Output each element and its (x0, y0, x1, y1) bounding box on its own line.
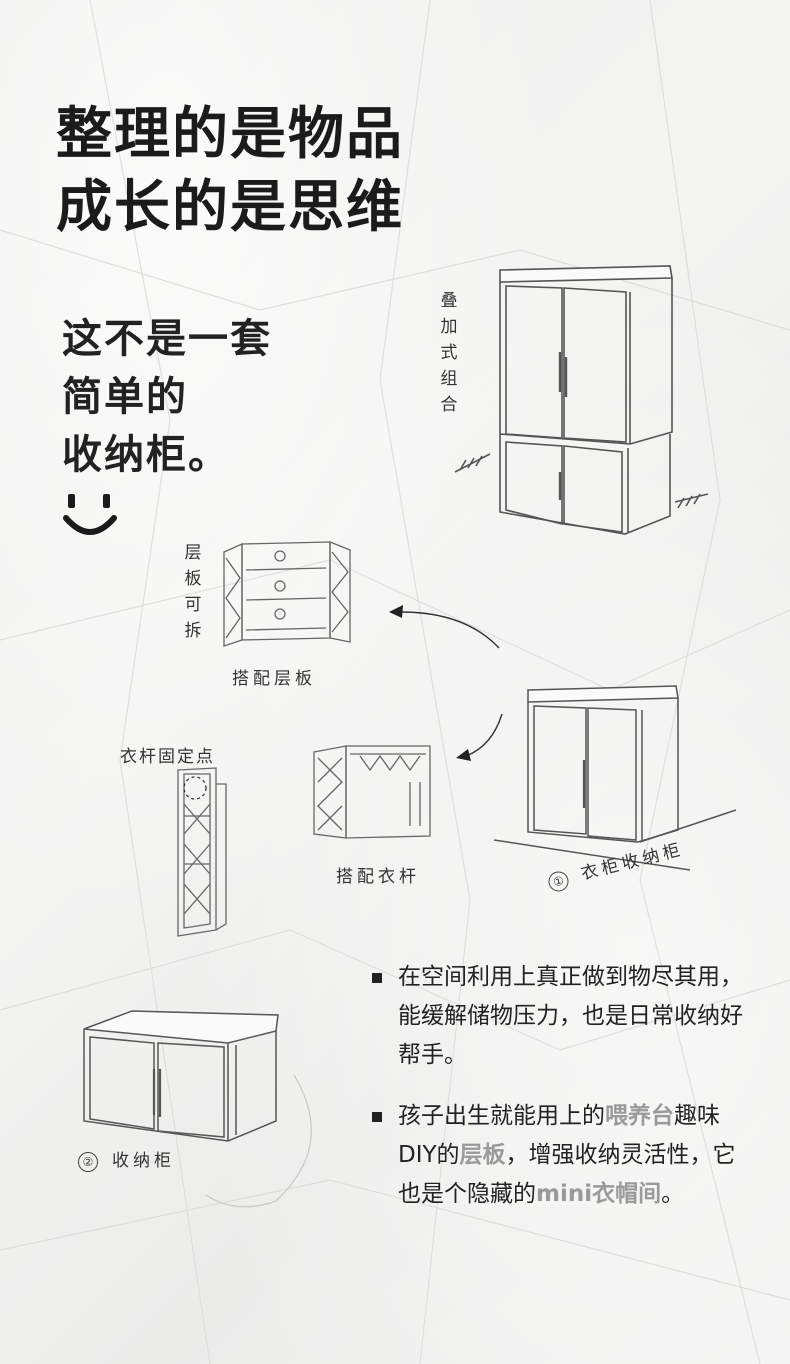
stacked-char-4: 组 (440, 369, 458, 389)
shelf-char-1: 层 (184, 543, 202, 563)
storage-cabinet-illustration (83, 1010, 312, 1208)
feature-item-1-text: 在空间利用上真正做到物尽其用，能缓解储物压力，也是日常收纳好帮手。 (398, 964, 743, 1068)
subhead-line-3: 收纳柜。 (62, 432, 230, 478)
feature-item-2-text-4: 。 (661, 1181, 685, 1207)
arrow-to-shelf (389, 605, 500, 649)
with-rod-label: 搭配衣杆 (336, 867, 420, 887)
feature-item-2-text-2: 趣味DIY的 (398, 1103, 720, 1168)
rod-fixing-panel-illustration (177, 767, 227, 937)
subhead: 这不是一套 简单的 收纳柜。 (62, 310, 272, 484)
feature-item-2-text-3: ，增强收纳灵活性，它也是个隐藏的 (398, 1142, 736, 1207)
rod-cabinet-illustration (313, 745, 431, 839)
arrow-to-rod (456, 713, 503, 761)
headline: 整理的是物品 成长的是思维 (56, 98, 404, 244)
shelf-char-4: 拆 (184, 621, 202, 641)
feature-item-1: 在空间利用上真正做到物尽其用，能缓解储物压力，也是日常收纳好帮手。 (370, 958, 750, 1075)
with-shelf-label: 搭配层板 (232, 669, 316, 689)
stacked-char-1: 叠 (440, 291, 458, 311)
stacked-char-5: 合 (440, 395, 458, 415)
highlight-feeding-table: 喂养台 (605, 1103, 674, 1129)
shelf-char-2: 板 (184, 569, 202, 589)
stacked-cabinet-illustration (454, 265, 709, 535)
feature-list: 在空间利用上真正做到物尽其用，能缓解储物压力，也是日常收纳好帮手。 孩子出生就能… (370, 958, 750, 1236)
rod-fixing-point-label: 衣杆固定点 (120, 747, 215, 767)
headline-line-2: 成长的是思维 (56, 175, 404, 240)
shelf-char-3: 可 (184, 595, 202, 615)
storage-label-text: 收纳柜 (112, 1151, 175, 1171)
shelf-removable-annotation: 层 板 可 拆 (182, 540, 204, 644)
stacked-annotation: 叠 加 式 组 合 (438, 288, 460, 418)
highlight-mini-closet: mini衣帽间 (536, 1181, 662, 1207)
feature-item-2: 孩子出生就能用上的喂养台趣味DIY的层板，增强收纳灵活性，它也是个隐藏的mini… (370, 1097, 750, 1214)
subhead-line-1: 这不是一套 (62, 316, 272, 362)
highlight-shelf: 层板 (459, 1142, 506, 1168)
stacked-char-3: 式 (440, 343, 458, 363)
subhead-line-2: 简单的 (62, 374, 188, 420)
storage-number: ② (78, 1151, 98, 1172)
wardrobe-cabinet-illustration (493, 685, 737, 871)
smiley-icon (63, 494, 117, 535)
shelf-cabinet-illustration (223, 541, 351, 647)
feature-item-2-text-1: 孩子出生就能用上的 (398, 1103, 605, 1129)
stacked-char-2: 加 (440, 317, 458, 337)
headline-line-1: 整理的是物品 (56, 102, 404, 167)
storage-label: ② 收纳柜 (78, 1146, 175, 1172)
